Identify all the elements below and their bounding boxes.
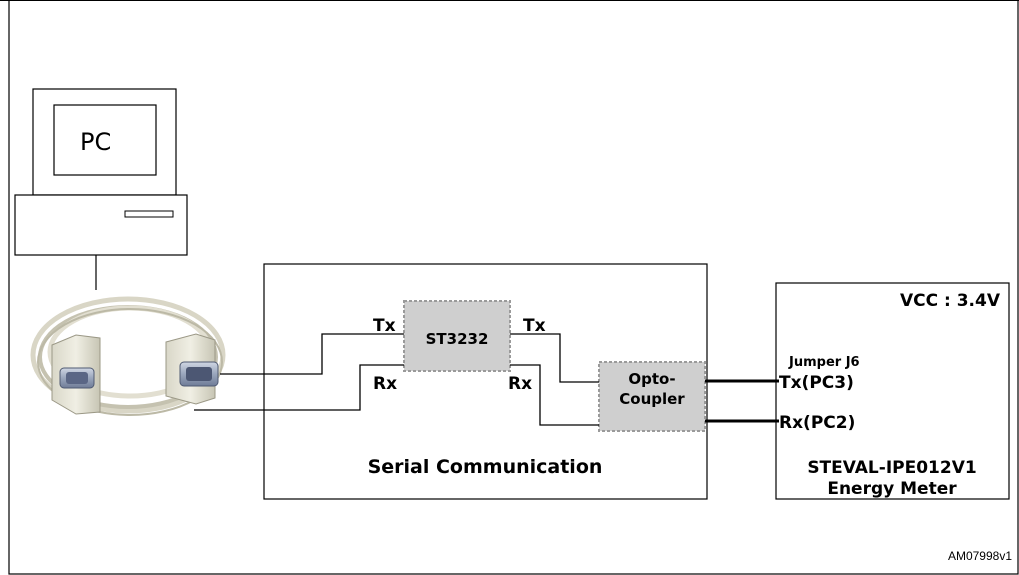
- db9-connector-right-icon: [165, 333, 219, 405]
- pc-drive-slot: [124, 210, 174, 218]
- st3232-chip: [403, 300, 511, 372]
- serial-tx-label: Tx: [523, 316, 546, 336]
- opto-coupler-chip: [598, 361, 706, 432]
- wire-tx-st3232-to-opto: [510, 333, 599, 383]
- db9-connector-left-icon: [51, 334, 101, 415]
- jumper-label: Jumper J6: [788, 355, 860, 370]
- pc-computer-icon: [14, 88, 188, 256]
- vcc-label: VCC : 3.4V: [900, 291, 1001, 311]
- serial-communication-title: Serial Communication: [368, 456, 603, 478]
- energy-meter-name-line2: Energy Meter: [827, 479, 957, 499]
- figure-reference: AM07998v1: [948, 549, 1012, 563]
- opto-coupler-label-line2: Coupler: [619, 390, 685, 408]
- st3232-label: ST3232: [426, 330, 489, 348]
- wire-tx-cable-to-st3232: [220, 333, 404, 375]
- pc-screen: [53, 104, 157, 176]
- st3232-tx-label: Tx: [373, 316, 396, 336]
- wire-rx-st3232-to-opto: [510, 364, 599, 426]
- serial-cable-icon: [30, 296, 226, 416]
- pc-base: [14, 194, 188, 256]
- rx-pin-label: Rx(PC2): [779, 413, 855, 433]
- pc-label: PC: [80, 128, 111, 156]
- figure-frame: [8, 0, 1019, 575]
- serial-rx-label: Rx: [508, 374, 532, 394]
- wire-rx-cable-to-st3232: [194, 364, 404, 411]
- energy-meter-box: [775, 282, 1010, 500]
- opto-coupler-label-line1: Opto-: [628, 370, 675, 388]
- energy-meter-name-line1: STEVAL-IPE012V1: [807, 458, 976, 478]
- st3232-rx-label: Rx: [373, 374, 397, 394]
- tx-pin-label: Tx(PC3): [779, 373, 854, 393]
